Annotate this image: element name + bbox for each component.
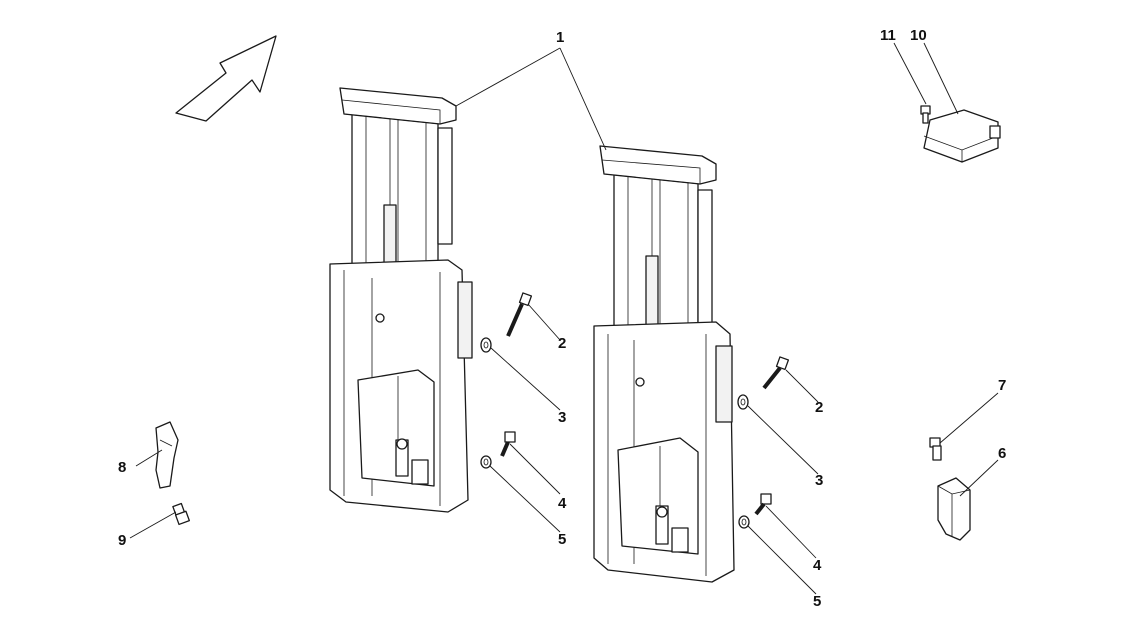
callout-7: 7 bbox=[998, 377, 1006, 394]
screw-part-9 bbox=[172, 502, 190, 526]
screw-part-7 bbox=[929, 437, 942, 461]
washer-right-upper bbox=[737, 394, 749, 410]
leader-lines bbox=[129, 42, 999, 595]
washer-left-lower bbox=[480, 455, 492, 469]
callout-3-left: 3 bbox=[558, 409, 566, 426]
bracket-part-6 bbox=[937, 477, 971, 541]
control-unit-part-10 bbox=[923, 109, 1001, 163]
screw-part-11 bbox=[920, 105, 931, 124]
callout-5-left: 5 bbox=[558, 531, 566, 548]
callout-4-left: 4 bbox=[558, 495, 567, 512]
callout-9: 9 bbox=[118, 532, 126, 549]
seat-rail-left bbox=[329, 87, 473, 513]
callout-2-right: 2 bbox=[815, 399, 823, 416]
callout-10: 10 bbox=[910, 27, 927, 44]
callout-4-right: 4 bbox=[813, 557, 822, 574]
seat-rail-right bbox=[593, 145, 735, 583]
direction-arrow-icon bbox=[175, 35, 277, 122]
bolt-long-right bbox=[762, 356, 790, 390]
washer-left-upper bbox=[480, 337, 492, 353]
callout-1: 1 bbox=[556, 29, 564, 46]
callout-2-left: 2 bbox=[558, 335, 566, 352]
bolt-long-left bbox=[506, 292, 533, 337]
washer-right-lower bbox=[738, 515, 750, 529]
callout-11: 11 bbox=[880, 27, 896, 44]
callout-6: 6 bbox=[998, 445, 1006, 462]
bolt-short-right bbox=[754, 493, 772, 516]
callout-3-right: 3 bbox=[815, 472, 823, 489]
callout-5-right: 5 bbox=[813, 593, 821, 610]
bolt-short-left bbox=[500, 431, 516, 457]
callout-8: 8 bbox=[118, 459, 126, 476]
bracket-part-8 bbox=[155, 421, 179, 489]
